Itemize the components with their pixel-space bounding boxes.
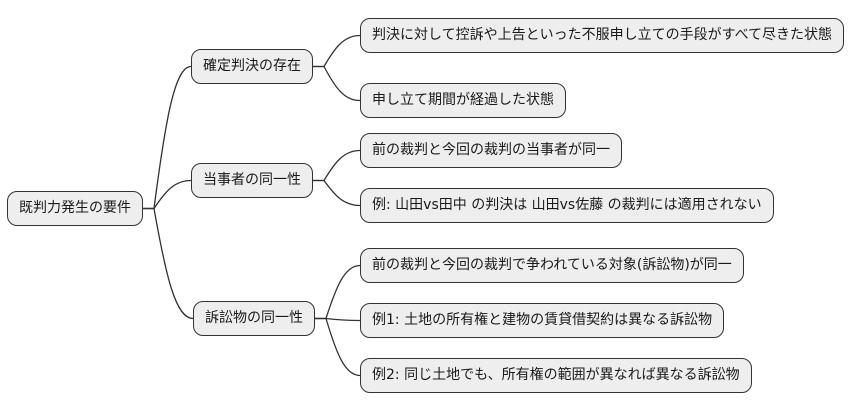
branch-node-subject-matter-identity: 訴訟物の同一性: [193, 301, 315, 336]
leaf-node-example1-ownership-vs-lease: 例1: 土地の所有権と建物の賃貸借契約は異なる訴訟物: [360, 303, 725, 338]
leaf-node-example2-ownership-scope: 例2: 同じ土地でも、所有権の範囲が異なれば異なる訴訟物: [360, 358, 752, 393]
branch-node-final-judgment-existence: 確定判決の存在: [191, 49, 313, 84]
leaf-node-appeal-period-expired: 申し立て期間が経過した状態: [360, 83, 566, 118]
root-node-res-judicata-requirements: 既判力発生の要件: [7, 191, 143, 226]
leaf-node-same-subject-matter: 前の裁判と今回の裁判で争われている対象(訴訟物)が同一: [360, 248, 744, 283]
leaf-node-appeals-exhausted: 判決に対して控訴や上告といった不服申し立ての手段がすべて尽きた状態: [360, 18, 845, 53]
branch-node-party-identity: 当事者の同一性: [191, 163, 313, 198]
leaf-node-same-parties: 前の裁判と今回の裁判の当事者が同一: [360, 133, 622, 168]
leaf-node-example-yamada-tanaka: 例: 山田vs田中 の判決は 山田vs佐藤 の裁判には適用されない: [360, 188, 774, 223]
